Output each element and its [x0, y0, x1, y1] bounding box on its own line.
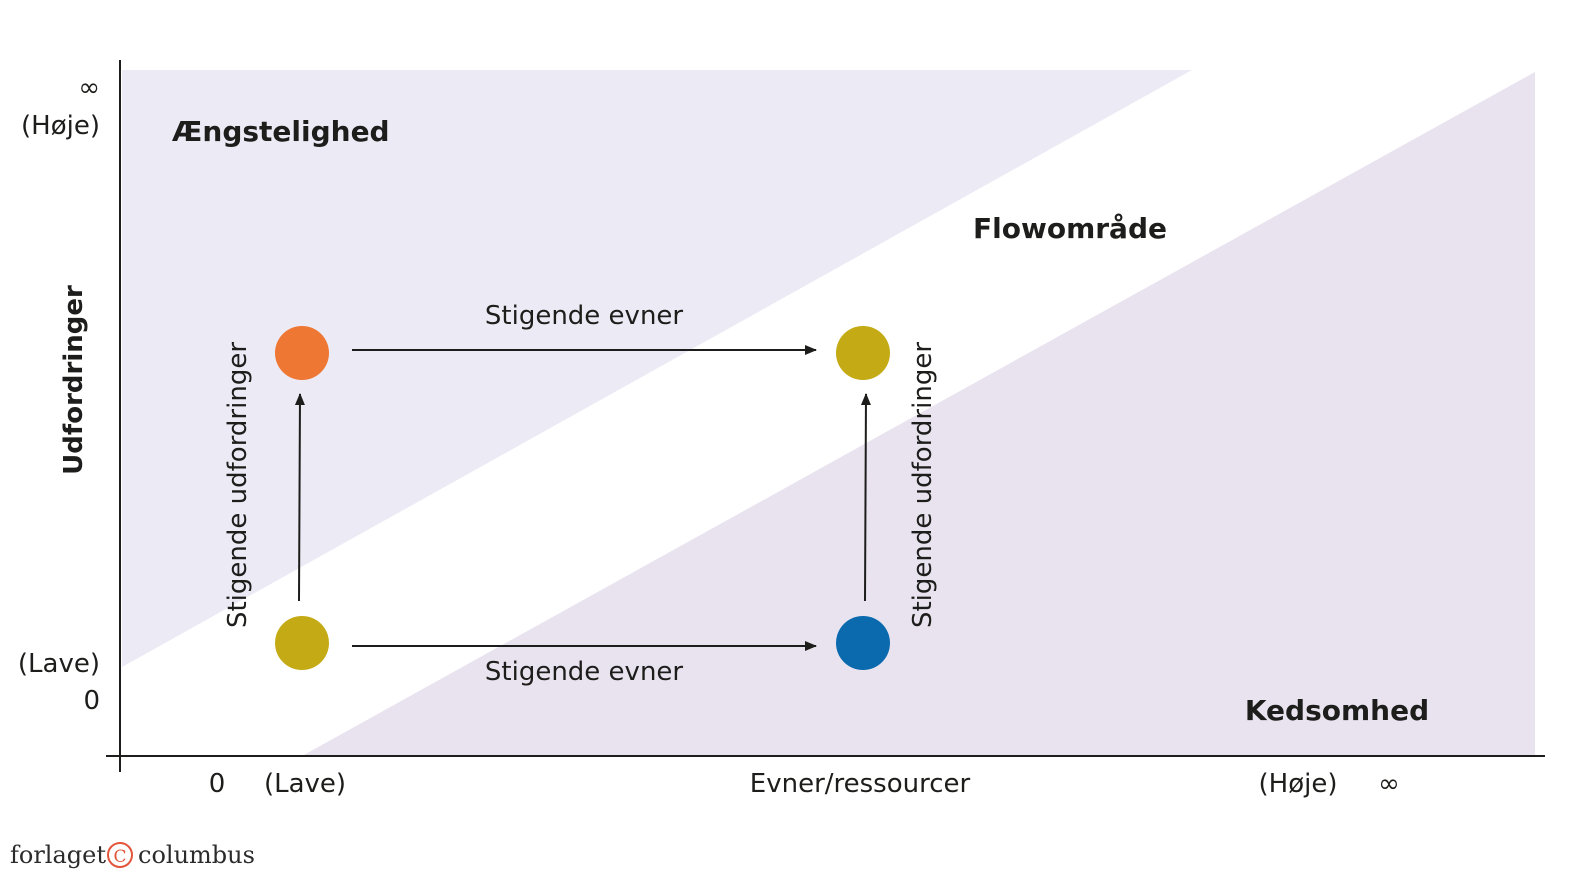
y-axis-top-symbol: ∞ — [78, 73, 100, 103]
x-axis-zero: 0 — [209, 769, 226, 799]
x-axis-high-label: (Høje) — [1259, 769, 1338, 799]
anxiety-zone-label: Ængstelighed — [172, 115, 390, 148]
point-low-skill-low-challenge — [275, 616, 329, 670]
right-vertical-arrow-label: Stigende udfordringer — [908, 342, 938, 628]
boredom-zone-label: Kedsomhed — [1245, 694, 1429, 727]
anxiety-zone — [122, 70, 1192, 667]
flow-zone-label: Flowområde — [973, 212, 1167, 245]
point-high-skill-high-challenge — [836, 326, 890, 380]
top-horizontal-arrow-label: Stigende evner — [485, 301, 684, 331]
right-vertical-arrow — [860, 393, 871, 602]
y-axis-zero: 0 — [83, 686, 100, 716]
y-axis-top-label: (Høje) — [21, 111, 100, 141]
y-axis-title: Udfordringer — [59, 285, 89, 475]
boredom-zone — [302, 72, 1535, 756]
publisher-mark: C — [113, 847, 126, 867]
bottom-horizontal-arrow-label: Stigende evner — [485, 657, 684, 687]
x-axis-title: Evner/ressourcer — [750, 769, 971, 799]
x-axis-low-label: (Lave) — [264, 769, 346, 799]
left-vertical-arrow-label: Stigende udfordringer — [223, 342, 253, 628]
publisher-logo: forlaget C columbus — [10, 841, 255, 869]
publisher-name-left: forlaget — [10, 841, 106, 869]
y-axis-bottom-label: (Lave) — [18, 649, 100, 679]
copyright-circle-icon — [107, 842, 133, 868]
left-vertical-arrow — [294, 393, 305, 602]
point-low-skill-high-challenge — [275, 326, 329, 380]
publisher-name-right: columbus — [138, 841, 255, 869]
point-high-skill-low-challenge — [836, 616, 890, 670]
x-axis-end-symbol: ∞ — [1378, 769, 1400, 799]
